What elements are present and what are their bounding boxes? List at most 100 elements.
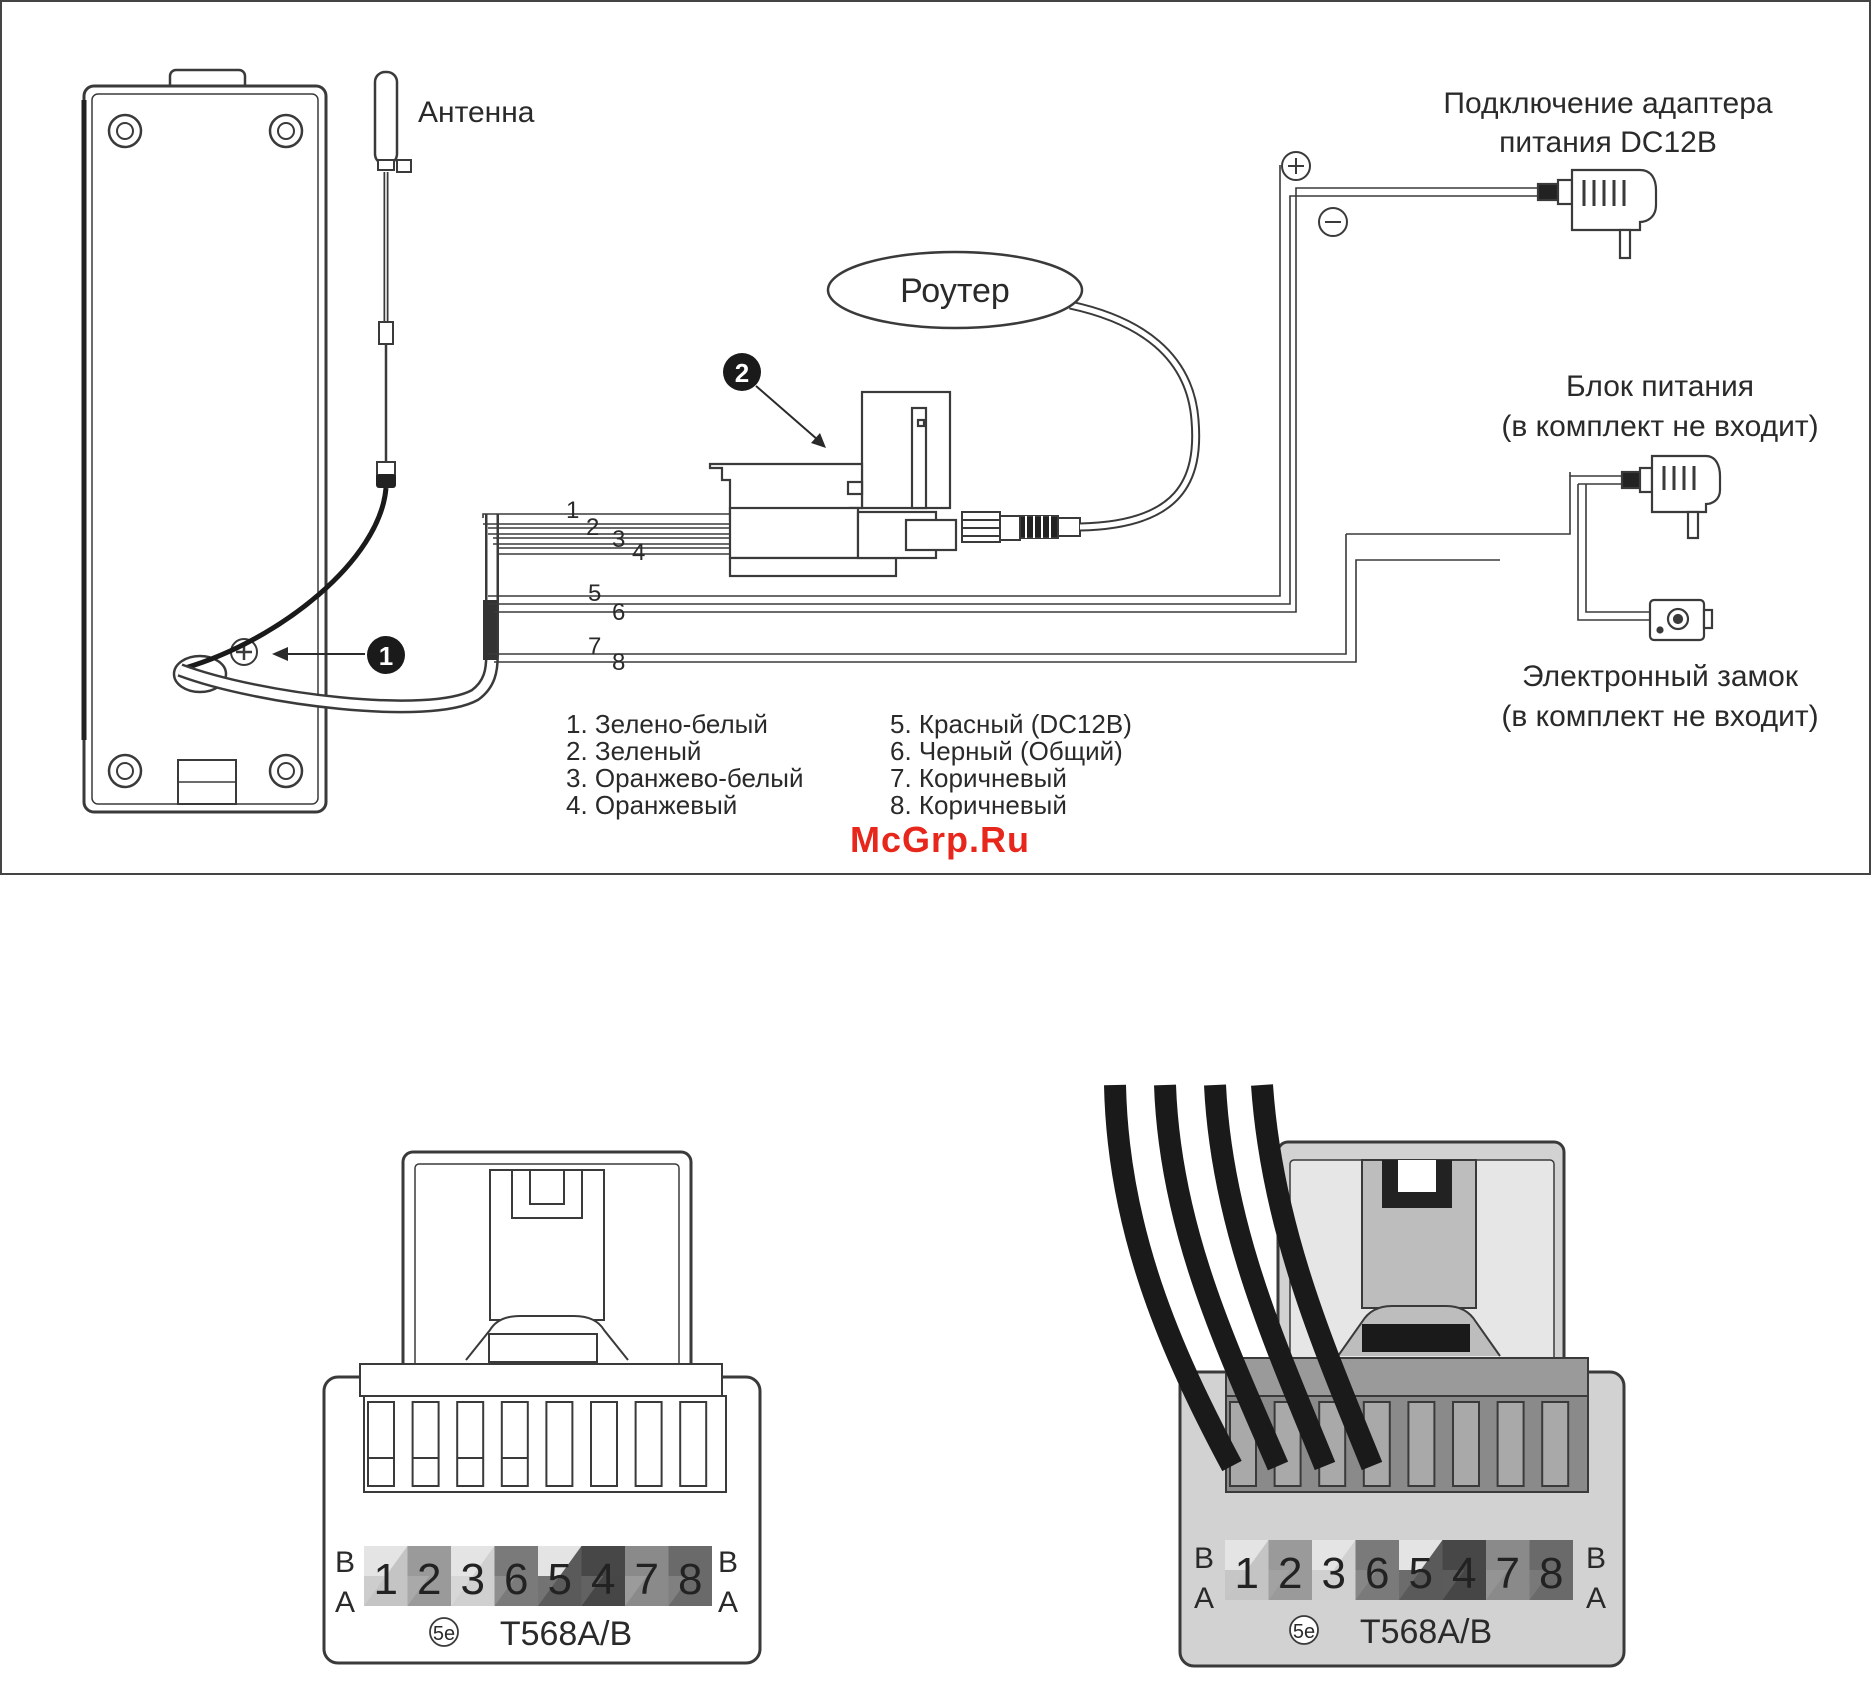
idc-slot	[456, 1401, 485, 1487]
svg-text:5e: 5e	[433, 1623, 455, 1645]
diagram-frame	[0, 0, 1871, 875]
minus-terminal-icon	[1318, 207, 1348, 237]
pin-color-block	[1312, 1570, 1356, 1600]
legend-item: 7. Коричневый	[890, 763, 1067, 793]
wire-number: 2	[586, 514, 599, 541]
pin-number: 1	[374, 1555, 398, 1604]
idc-slot	[500, 1401, 529, 1487]
wire-number: 8	[612, 649, 625, 676]
idc-slot	[367, 1401, 395, 1487]
pin-number: 2	[417, 1555, 441, 1604]
inserted-wires	[1104, 1084, 1383, 1472]
adapter-label: Подключение адаптера	[1443, 87, 1772, 120]
pin-color-block	[581, 1576, 625, 1606]
idc-slot	[1496, 1401, 1525, 1487]
pin-number: 1	[1235, 1549, 1259, 1598]
pin-color-block	[538, 1576, 582, 1606]
pin-color-block	[1442, 1570, 1486, 1600]
pin-number: 5	[1409, 1549, 1433, 1598]
wire-number: 4	[632, 539, 645, 566]
side-label: A	[718, 1586, 738, 1619]
side-label: B	[335, 1546, 355, 1579]
pin-number: 8	[678, 1555, 702, 1604]
idc-slot	[411, 1401, 440, 1487]
standard-label: T568A/B	[1360, 1613, 1492, 1651]
electronic-lock	[1648, 598, 1714, 642]
idc-slot	[1452, 1401, 1480, 1487]
lock-label: (в комплект не входит)	[1501, 700, 1818, 733]
svg-text:5e: 5e	[1293, 1621, 1315, 1643]
pin-color-block	[1486, 1570, 1530, 1600]
legend-item: 5. Красный (DC12В)	[890, 709, 1132, 739]
pin-color-block	[1225, 1570, 1269, 1600]
callout-1-badge: 1	[367, 636, 405, 674]
idc-slot	[1541, 1401, 1570, 1487]
antenna-label: Антенна	[418, 96, 535, 129]
legend-item: 3. Оранжево-белый	[566, 763, 803, 793]
wire-color-legend: 1. Зелено-белый 2. Зеленый 3. Оранжево-б…	[566, 709, 1132, 820]
side-label: B	[1194, 1542, 1214, 1575]
side-label: A	[1194, 1582, 1214, 1615]
pin-number: 7	[635, 1555, 659, 1604]
pin-color-block	[364, 1576, 408, 1606]
pin-color-block	[1529, 1570, 1573, 1600]
legend-item: 4. Оранжевый	[566, 790, 737, 820]
wires-5-8	[488, 165, 1500, 663]
watermark: McGrp.Ru	[850, 819, 1030, 860]
screw-hole	[107, 753, 143, 789]
router	[826, 250, 1084, 330]
adapter-label: питания DC12В	[1499, 126, 1717, 159]
pin-number: 4	[1452, 1549, 1476, 1598]
side-label: B	[718, 1546, 738, 1579]
psu-plug	[1620, 454, 1722, 540]
screw-hole	[268, 113, 304, 149]
legend-item: 8. Коричневый	[890, 790, 1067, 820]
pin-number: 8	[1539, 1549, 1563, 1598]
pin-number: 3	[461, 1555, 485, 1604]
legend-item: 2. Зеленый	[566, 736, 701, 766]
idc-slot	[679, 1401, 708, 1487]
pin-color-block	[451, 1576, 495, 1606]
pin-number: 2	[1278, 1549, 1302, 1598]
psu-label: (в комплект не входит)	[1501, 410, 1818, 443]
pin-number: 7	[1496, 1549, 1520, 1598]
pin-number: 4	[591, 1555, 615, 1604]
pin-color-block	[494, 1576, 538, 1606]
wire-number: 6	[612, 599, 625, 626]
idc-slot	[1407, 1401, 1436, 1487]
wire-number: 1	[566, 497, 579, 524]
pin-color-block	[1399, 1570, 1443, 1600]
pin-number: 6	[504, 1555, 528, 1604]
idc-slot	[545, 1401, 574, 1487]
lock-label: Электронный замок	[1522, 660, 1799, 693]
standard-label: T568A/B	[500, 1615, 632, 1653]
rj45-plug	[961, 511, 1081, 543]
pin-number: 5	[548, 1555, 572, 1604]
svg-text:1: 1	[379, 641, 393, 671]
router-label: Роутер	[900, 272, 1010, 310]
side-label: A	[335, 1586, 355, 1619]
callout-2-badge: 2	[723, 353, 761, 391]
antenna	[184, 70, 412, 671]
legend-item: 1. Зелено-белый	[566, 709, 768, 739]
idc-slots	[367, 1401, 708, 1487]
pin-color-block	[407, 1576, 451, 1606]
ground-screw-icon	[230, 638, 258, 666]
screw-hole	[107, 113, 143, 149]
svg-text:2: 2	[735, 358, 749, 388]
plus-terminal-icon	[1281, 151, 1311, 181]
psu-label: Блок питания	[1566, 370, 1754, 403]
dc-power-plug	[1536, 168, 1658, 260]
pin-color-block	[668, 1576, 712, 1606]
screw-hole	[268, 753, 304, 789]
side-label: A	[1586, 1582, 1606, 1615]
wires-1-4	[482, 513, 730, 555]
rj45-jack	[708, 390, 958, 578]
wire-number: 7	[588, 633, 601, 660]
idc-slot	[634, 1401, 663, 1487]
